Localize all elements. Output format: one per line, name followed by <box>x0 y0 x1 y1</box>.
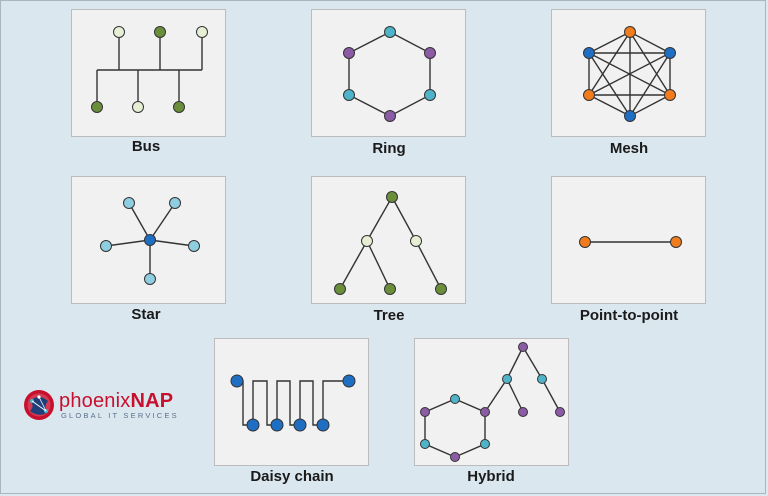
ring-node <box>343 47 355 59</box>
bus-label: Bus <box>131 138 161 155</box>
bus-node <box>132 101 144 113</box>
hybrid-node <box>537 374 547 384</box>
globe-network-icon <box>24 390 54 420</box>
star-node <box>100 240 112 252</box>
daisy-chain-topology-card <box>214 338 369 466</box>
hybrid-node <box>502 374 512 384</box>
daisy-chain-node <box>316 418 330 432</box>
point-to-point-label: Point-to-point <box>579 307 679 324</box>
mesh-node <box>624 110 636 122</box>
tree-label: Tree <box>373 307 405 324</box>
phoenixnap-logo: phoenixNAP GLOBAL IT SERVICES <box>21 387 211 423</box>
daisy-chain-node <box>293 418 307 432</box>
hybrid-node <box>420 439 430 449</box>
ring-node <box>384 110 396 122</box>
hybrid-node <box>450 394 460 404</box>
hybrid-node <box>518 342 528 352</box>
hybrid-node <box>480 407 490 417</box>
hybrid-topology-diagram <box>420 342 565 462</box>
tree-topology-card <box>311 176 466 304</box>
tree-node <box>361 235 373 247</box>
daisy-chain-node <box>270 418 284 432</box>
tree-node <box>410 235 422 247</box>
ring-node <box>424 47 436 59</box>
ring-label: Ring <box>372 140 406 157</box>
tree-topology-diagram <box>334 191 447 295</box>
hybrid-topology-card <box>414 338 569 466</box>
mesh-topology-diagram <box>583 26 676 122</box>
ring-topology-diagram <box>343 26 436 122</box>
logo-wordmark: phoenixNAP <box>59 390 173 413</box>
daisy-chain-label: Daisy chain <box>250 468 334 485</box>
hybrid-label: Hybrid <box>467 468 515 485</box>
hybrid-node <box>518 407 528 417</box>
star-topology-card <box>71 176 226 304</box>
point-to-point-node <box>579 236 591 248</box>
logo-wordmark-bold: NAP <box>130 390 174 412</box>
hybrid-node <box>450 452 460 462</box>
bus-node <box>154 26 166 38</box>
star-node <box>123 197 135 209</box>
mesh-node <box>583 47 595 59</box>
bus-node <box>173 101 185 113</box>
mesh-node <box>624 26 636 38</box>
logo-wordmark-light: phoenix <box>59 390 131 412</box>
star-hub-node <box>144 234 156 246</box>
mesh-node <box>583 89 595 101</box>
mesh-label: Mesh <box>609 140 649 157</box>
point-to-point-node <box>670 236 682 248</box>
bus-node <box>196 26 208 38</box>
tree-leaf-node <box>334 283 346 295</box>
bus-topology-diagram <box>91 26 208 113</box>
hybrid-node <box>420 407 430 417</box>
bus-topology-card <box>71 9 226 137</box>
star-topology-diagram <box>100 197 200 285</box>
ring-node <box>424 89 436 101</box>
bus-node <box>91 101 103 113</box>
mesh-node <box>664 89 676 101</box>
star-node <box>188 240 200 252</box>
hybrid-node <box>480 439 490 449</box>
point-to-point-topology-diagram <box>579 236 682 248</box>
star-node <box>144 273 156 285</box>
ring-topology-card <box>311 9 466 137</box>
daisy-chain-end-node <box>342 374 356 388</box>
star-node <box>169 197 181 209</box>
daisy-chain-node <box>246 418 260 432</box>
hybrid-node <box>555 407 565 417</box>
bus-node <box>113 26 125 38</box>
tree-root-node <box>386 191 398 203</box>
mesh-node <box>664 47 676 59</box>
star-label: Star <box>131 306 161 323</box>
ring-node <box>343 89 355 101</box>
ring-node <box>384 26 396 38</box>
daisy-chain-topology-diagram <box>230 374 356 432</box>
point-to-point-topology-card <box>551 176 706 304</box>
mesh-topology-card <box>551 9 706 137</box>
tree-leaf-node <box>435 283 447 295</box>
daisy-chain-end-node <box>230 374 244 388</box>
tree-leaf-node <box>384 283 396 295</box>
logo-tagline: GLOBAL IT SERVICES <box>61 411 179 420</box>
